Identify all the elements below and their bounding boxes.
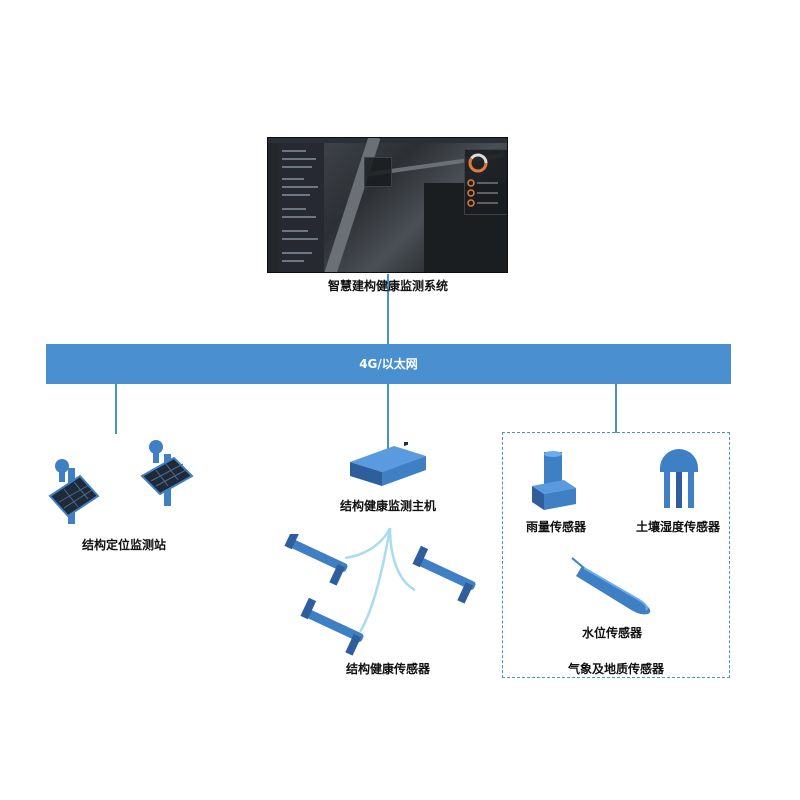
- weather-group-label: 气象及地质传感器: [567, 662, 665, 676]
- network-bus: 4G/以太网: [46, 344, 731, 384]
- network-label: 4G/以太网: [359, 357, 418, 371]
- water-sensor-label: 水位传感器: [581, 626, 643, 640]
- wireless-link-1: [344, 527, 392, 560]
- wireless-link-3: [358, 527, 392, 633]
- structural-sensor-label: 结构健康传感器: [345, 662, 431, 676]
- soil-moisture-icon: [660, 449, 698, 508]
- host-label: 结构健康监测主机: [339, 499, 437, 513]
- weather-geology-group: [502, 432, 730, 678]
- solar-panel-station-icon: [48, 440, 194, 524]
- system-label: 智慧建构健康监测系统: [327, 279, 449, 293]
- water-level-probe-icon: [571, 557, 651, 615]
- rain-gauge-icon: [532, 451, 576, 510]
- positioning-label: 结构定位监测站: [81, 538, 167, 552]
- rain-sensor-label: 雨量传感器: [525, 520, 587, 534]
- strain-sensor-icon: [284, 534, 476, 656]
- host-device-icon: [350, 442, 426, 486]
- dashboard-monitor-icon: [267, 137, 508, 273]
- soil-sensor-label: 土壤湿度传感器: [635, 520, 721, 534]
- wireless-link-2: [388, 527, 416, 592]
